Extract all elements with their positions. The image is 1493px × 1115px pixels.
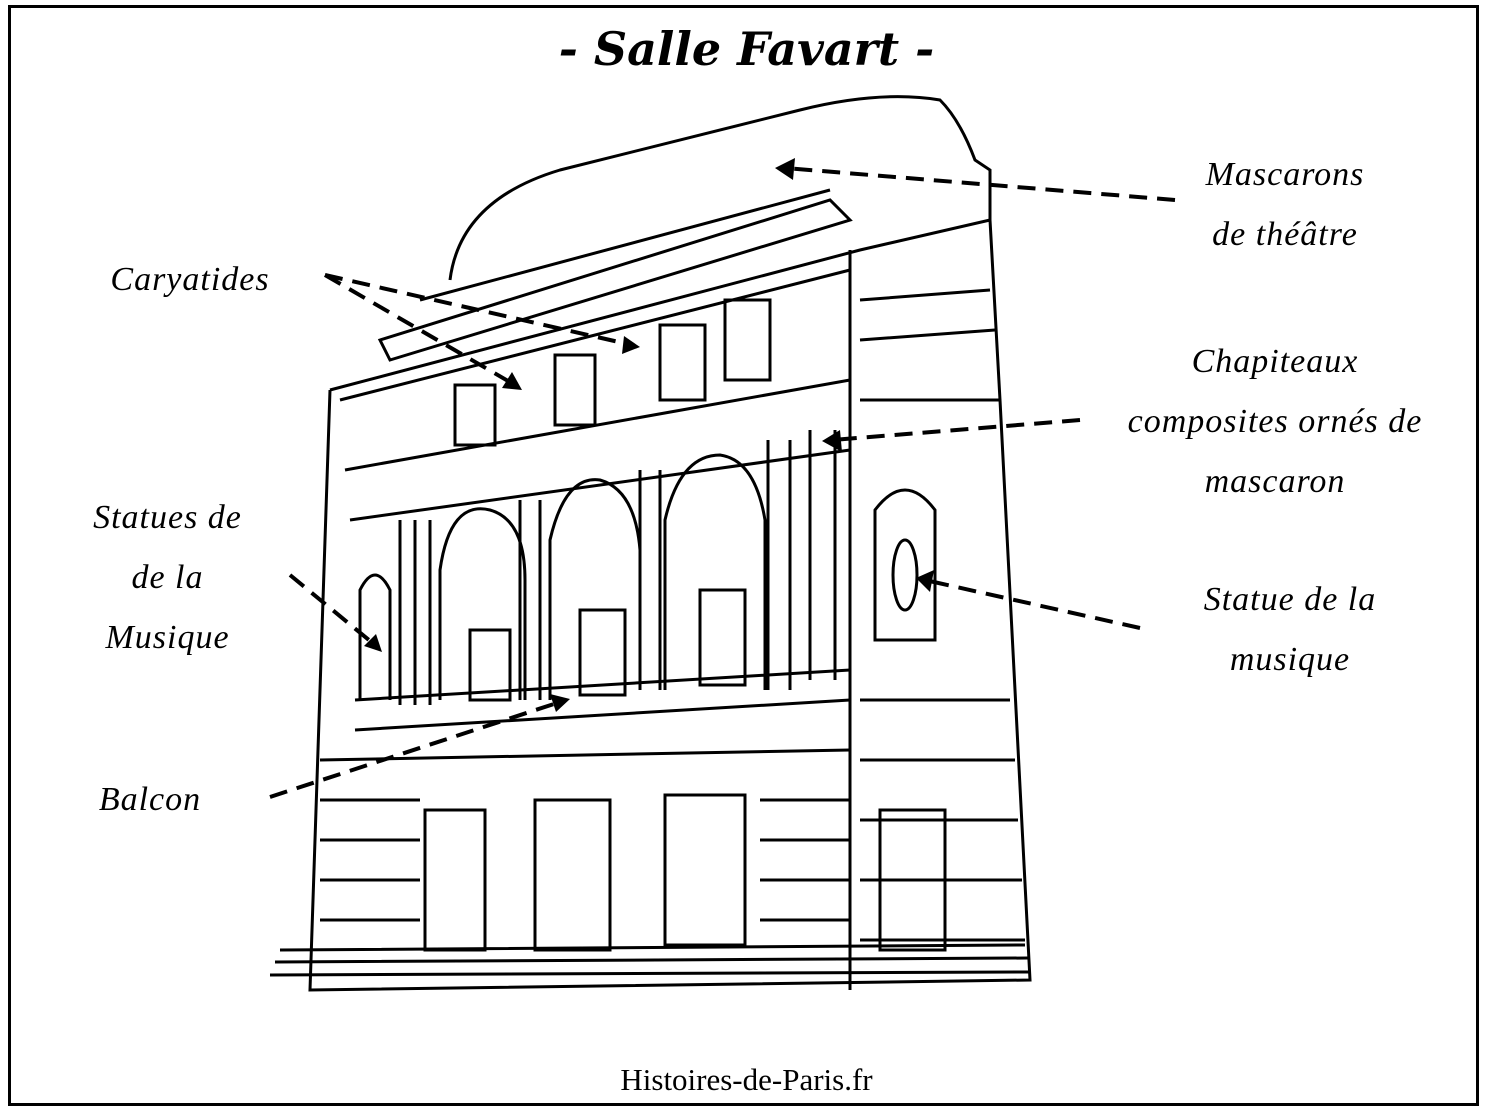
label-line: de la bbox=[131, 559, 204, 596]
label-line: Musique bbox=[105, 619, 230, 656]
label-line: Statue de la bbox=[1203, 581, 1377, 618]
arrow-caryatides-2 bbox=[324, 273, 633, 347]
label-statues-musique: Statues de de la Musique bbox=[60, 488, 275, 668]
page-border bbox=[8, 5, 1479, 1106]
label-arrows bbox=[269, 166, 1176, 799]
label-chapiteaux: Chapiteaux composites ornés de mascaron bbox=[1090, 332, 1460, 512]
arrow-statues-musique bbox=[288, 573, 377, 647]
arrow-mascarons bbox=[784, 166, 1176, 202]
arrow-chapiteaux bbox=[831, 418, 1081, 442]
label-line: Statues de bbox=[93, 499, 242, 536]
arrow-statue-musique bbox=[924, 578, 1141, 630]
label-line: Caryatides bbox=[110, 261, 270, 298]
label-balcon: Balcon bbox=[80, 770, 220, 830]
arrow-balcon bbox=[269, 700, 561, 799]
label-line: Chapiteaux bbox=[1191, 343, 1359, 380]
arrow-heads bbox=[364, 158, 934, 712]
label-line: de théâtre bbox=[1212, 216, 1358, 253]
label-line: Mascarons bbox=[1205, 156, 1365, 193]
label-caryatides: Caryatides bbox=[90, 250, 290, 310]
label-line: Balcon bbox=[98, 781, 202, 818]
label-line: musique bbox=[1229, 641, 1351, 678]
arrow-caryatides-1 bbox=[323, 273, 517, 387]
label-line: mascaron bbox=[1204, 463, 1346, 500]
label-mascarons: Mascarons de théâtre bbox=[1175, 145, 1395, 265]
footer-credit: Histoires-de-Paris.fr bbox=[620, 1062, 873, 1097]
page-title: - Salle Favart - bbox=[558, 22, 935, 76]
label-line: composites ornés de bbox=[1127, 403, 1423, 440]
label-statue-musique: Statue de la musique bbox=[1170, 570, 1410, 690]
salle-favart-facade bbox=[269, 95, 1032, 992]
